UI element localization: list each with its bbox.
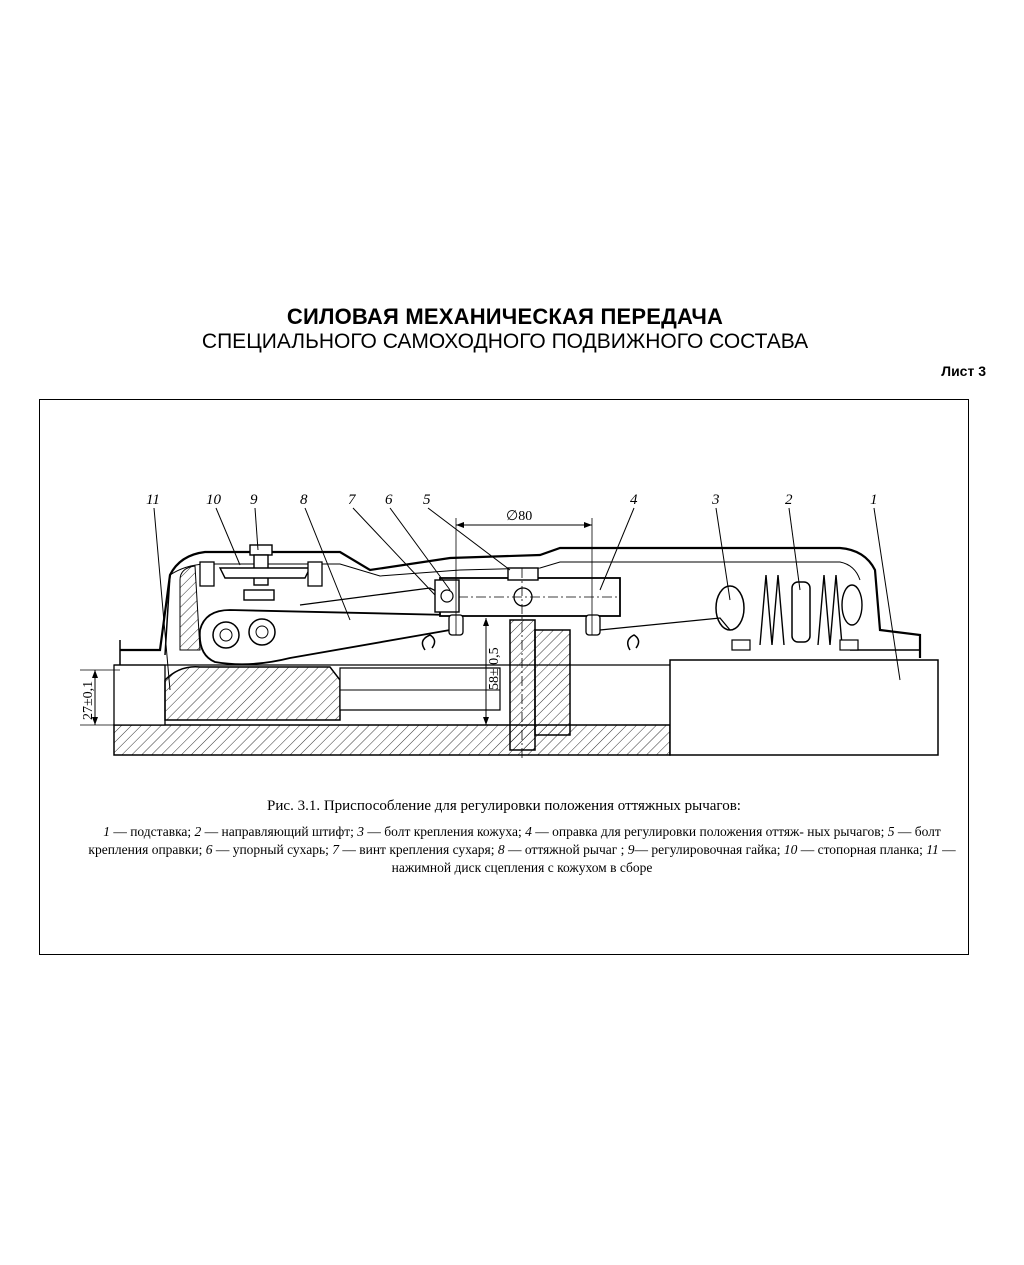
dimension-lines	[80, 518, 593, 726]
legend-num-11: 11	[926, 842, 939, 857]
legend-text-8: — оттяжной рычаг ;	[504, 842, 628, 857]
callout-11: 11	[146, 492, 160, 508]
mandrel	[434, 567, 621, 636]
legend-text-1: — подставка;	[109, 824, 195, 839]
legend-num-10: 10	[783, 842, 798, 857]
legend-num-5: 5	[887, 824, 895, 839]
callout-6: 6	[385, 492, 393, 508]
page-subtitle: СПЕЦИАЛЬНОГО САМОХОДНОГО ПОДВИЖНОГО СОСТ…	[201, 330, 809, 353]
figure-caption-title: Рис. 3.1. Приспособление для регулировки…	[267, 798, 741, 814]
clutch-cover	[119, 546, 922, 665]
legend-num-8: 8	[497, 842, 505, 857]
legend-text-6: — упорный сухарь;	[212, 842, 333, 857]
legend-text-9: — регулировочная гайка;	[634, 842, 784, 857]
callout-7: 7	[348, 492, 357, 508]
legend-text-4: — оправка для регулировки положения оття…	[531, 824, 888, 839]
central-shaft	[509, 568, 571, 760]
page-title: СИЛОВАЯ МЕХАНИЧЕСКАЯ ПЕРЕДАЧА	[286, 304, 724, 329]
legend-text-5: — болт крепления оправки;	[88, 824, 941, 857]
adjusting-nut	[199, 544, 323, 601]
pressure-disc	[164, 666, 501, 721]
callout-5: 5	[423, 492, 431, 508]
dim-height-center: 58± 0,5	[487, 647, 502, 690]
dim-height-left: 27±0,1	[81, 681, 96, 720]
legend-num-7: 7	[332, 842, 339, 857]
springs-and-pins	[715, 574, 863, 651]
legend-text-7: — винт крепления сухаря;	[338, 842, 498, 857]
dimension-texts: ∅80 58± 0,5 27±0,1	[81, 509, 532, 720]
callout-9: 9	[250, 492, 258, 508]
callout-1: 1	[870, 492, 878, 508]
dim-diameter: ∅80	[506, 509, 532, 524]
leader-lines	[153, 507, 901, 691]
technical-drawing: 11 10 9 8 7 6 5 4 3 2 1 ∅80 58± 0,5 27±0…	[80, 492, 939, 760]
callout-numbers: 11 10 9 8 7 6 5 4 3 2 1	[146, 492, 878, 508]
release-lever	[198, 587, 731, 666]
figure-caption-legend: 1 — подставка; 2 — направляющий штифт; 3…	[82, 823, 962, 877]
legend-num-6: 6	[205, 842, 213, 857]
legend-num-1: 1	[103, 824, 110, 839]
callout-4: 4	[630, 492, 638, 508]
legend-num-4: 4	[525, 824, 532, 839]
legend-text-10: — стопорная планка;	[797, 842, 927, 857]
legend-text-3: — болт крепления кожуха;	[364, 824, 526, 839]
legend-num-3: 3	[357, 824, 365, 839]
callout-8: 8	[300, 492, 308, 508]
legend-num-9: 9	[627, 842, 635, 857]
sheet-number: Лист 3	[941, 363, 986, 379]
callout-10: 10	[206, 492, 222, 508]
legend-num-2: 2	[194, 824, 202, 839]
legend-text-2: — направляющий штифт;	[201, 824, 358, 839]
callout-3: 3	[711, 492, 720, 508]
callout-2: 2	[785, 492, 793, 508]
figure-frame	[39, 399, 969, 955]
legend-text-11: — нажимной диск сцепления с кожухом в сб…	[391, 842, 956, 875]
